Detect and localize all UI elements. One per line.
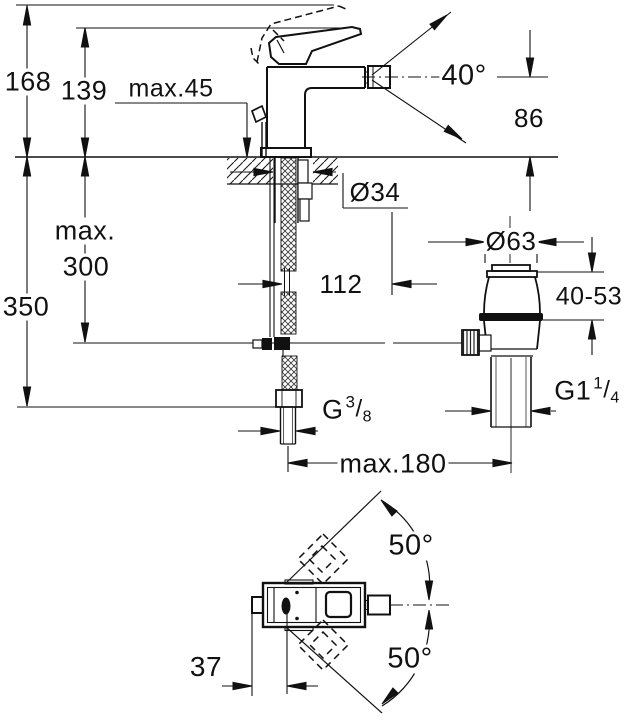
thread-hose-label: G 3 / 8 [319, 392, 375, 425]
hose-thread-end [279, 407, 297, 444]
pop-up-waste-drain [428, 216, 604, 473]
dia-hole-label: Ø34 [347, 177, 403, 207]
dim-reach-label: max.180 [337, 448, 449, 479]
top-view-rod-end [251, 596, 264, 614]
supply-shank-and-hose [252, 157, 313, 445]
top-view-body [261, 581, 367, 629]
dim-86-label: 86 [512, 103, 546, 133]
waste-flange [486, 270, 538, 278]
top-view-spout [324, 590, 353, 619]
thread-waste-main: G1 [554, 375, 592, 406]
angle-spray-label: 40° [439, 59, 489, 92]
angle-swivel-up-label: 50° [386, 529, 436, 562]
dim-max45-label: max.45 [126, 74, 216, 103]
angle-swivel-down-label: 50° [385, 642, 435, 675]
top-view-pop-up-hole [281, 597, 291, 615]
thread-hose-sub: 8 [362, 408, 373, 425]
waste-tailpipe [490, 357, 532, 427]
thread-hose-main: G [321, 394, 344, 425]
thread-waste-label: G1 1 / 4 [552, 373, 622, 406]
pop-up-rod-below-deck [269, 157, 275, 337]
dim-clamp-label: 40-53 [553, 282, 625, 311]
handle-rotated-position-dashed [250, 5, 347, 66]
lever-handle [250, 5, 363, 66]
dim-112-label: 112 [317, 269, 365, 299]
dimension-lines-middle [230, 30, 535, 472]
dim-139-label: 139 [58, 75, 110, 106]
dim-37-label: 37 [187, 651, 225, 682]
thread-waste-slash: / [603, 376, 611, 403]
top-view-aerator [367, 594, 391, 616]
thread-hose-sup: 3 [345, 392, 356, 412]
braided-hose [280, 157, 297, 272]
hose-nut [275, 389, 303, 408]
waste-seal-ring [479, 313, 543, 321]
faucet-side-view [250, 5, 548, 158]
dim-max300-value-label: 300 [60, 251, 112, 282]
faucet-top-view [222, 490, 449, 714]
pop-up-rod-knob [250, 104, 268, 157]
thread-waste-sup: 1 [593, 373, 604, 393]
dim-max300-word-label: max. [52, 215, 118, 246]
waste-knurled-knob [461, 329, 480, 356]
thread-waste-sub: 4 [610, 389, 620, 406]
thread-hose-slash: / [355, 395, 363, 422]
dim-168-label: 168 [2, 66, 54, 97]
dim-350-label: 350 [0, 291, 52, 322]
pop-up-linkage-fitting [252, 337, 290, 350]
handle-swivel-positions-dashed [296, 532, 350, 672]
dia-waste-label: Ø63 [483, 226, 539, 256]
